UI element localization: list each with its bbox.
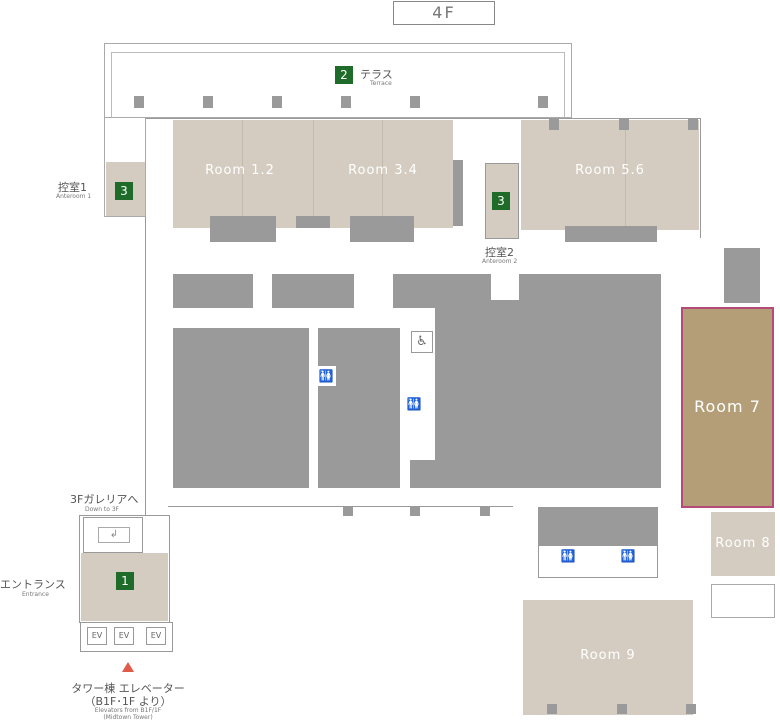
room-1-2-label: Room 1.2 [205, 163, 275, 178]
storage [565, 226, 657, 242]
room-divider [382, 120, 383, 228]
room-7[interactable] [681, 307, 774, 508]
entrance-badge[interactable]: 1 [116, 572, 134, 590]
elevator-button[interactable]: EV [114, 627, 134, 645]
pillar [538, 96, 548, 108]
restroom-icon: 🚻 [558, 546, 578, 566]
anteroom2-label-en: Anteroom 2 [482, 258, 518, 265]
pillar [272, 96, 282, 108]
restroom-icon: 🚻 [404, 394, 424, 414]
restroom-area [538, 545, 658, 578]
storage [350, 216, 414, 242]
terrace-label-jp: テラス [360, 68, 393, 81]
service-block [173, 274, 253, 308]
pillar [480, 506, 490, 516]
marker-triangle-icon [122, 662, 134, 672]
wheelchair-icon: ♿ [411, 331, 433, 353]
east-service [724, 248, 760, 303]
pillar [410, 96, 420, 108]
room-1-2[interactable] [173, 120, 313, 228]
room-5-6[interactable] [521, 120, 699, 230]
pillar [343, 506, 353, 516]
room-8-stair [711, 584, 775, 618]
room-9-label: Room 9 [580, 648, 636, 663]
backstage-block [173, 328, 309, 488]
room-9[interactable] [523, 600, 693, 715]
stairs-arrow-icon: ↲ [98, 527, 130, 543]
pillar [686, 704, 696, 714]
elevators-label-en1: Elevators from B1F/1F [94, 707, 162, 714]
pillar [619, 119, 629, 130]
backstage-block [410, 460, 440, 488]
backstage-block [435, 300, 661, 488]
floor-tab: 4F [393, 1, 495, 25]
anteroom1-label-jp: 控室1 [58, 181, 87, 194]
terrace-label-en: Terrace [370, 80, 392, 87]
corridor [309, 328, 318, 488]
restroom-icon: 🚻 [618, 546, 638, 566]
pillar [547, 704, 557, 714]
building-wall-top [145, 118, 700, 119]
terrace-inner [111, 52, 565, 118]
restroom-icon: 🚻 [316, 366, 336, 386]
room-7-label: Room 7 [694, 397, 761, 416]
room-divider [242, 120, 243, 228]
terrace-outline [104, 43, 572, 118]
east-wall [700, 118, 701, 238]
room-3-4[interactable] [313, 120, 453, 228]
pillar [134, 96, 144, 108]
elevators-label-jp2: （B1F･1F より） [84, 695, 172, 708]
pillar [341, 96, 351, 108]
room-divider [625, 120, 626, 230]
room-8[interactable] [711, 512, 775, 576]
stairs[interactable] [83, 517, 143, 553]
elevator-button[interactable]: EV [87, 627, 107, 645]
room-5-6-label: Room 5.6 [575, 163, 645, 178]
pillar [549, 119, 559, 130]
pillar [410, 506, 420, 516]
pillar [688, 119, 698, 130]
restroom-block [538, 507, 658, 545]
service-block [272, 274, 354, 308]
wall-block [453, 160, 463, 226]
anteroom1-badge[interactable]: 3 [115, 182, 133, 200]
galleria-label-en: Down to 3F [85, 506, 120, 513]
galleria-label-jp: 3Fガレリアへ [70, 493, 139, 506]
entrance-label-en: Entrance [22, 591, 49, 598]
elevator-button[interactable]: EV [146, 627, 166, 645]
building-wall-left [145, 118, 146, 516]
elevators-label-en2: (Midtown Tower) [103, 714, 153, 721]
elevators-label-jp1: タワー棟 エレベーター [71, 682, 185, 695]
storage [210, 216, 276, 242]
building-wall-bottom [168, 506, 513, 507]
pillar [203, 96, 213, 108]
room-divider [313, 120, 314, 228]
room-8-label: Room 8 [715, 536, 771, 551]
anteroom1-label-en: Anteroom 1 [56, 193, 92, 200]
entrance-label-jp: エントランス [0, 578, 66, 591]
pillar [617, 704, 627, 714]
room-3-4-label: Room 3.4 [348, 163, 418, 178]
elevator-hall [80, 622, 173, 652]
anteroom2-label-jp: 控室2 [485, 246, 514, 259]
storage [296, 216, 330, 228]
terrace-badge[interactable]: 2 [335, 66, 353, 84]
backstage-block [318, 328, 400, 488]
anteroom2-badge[interactable]: 3 [492, 192, 510, 210]
